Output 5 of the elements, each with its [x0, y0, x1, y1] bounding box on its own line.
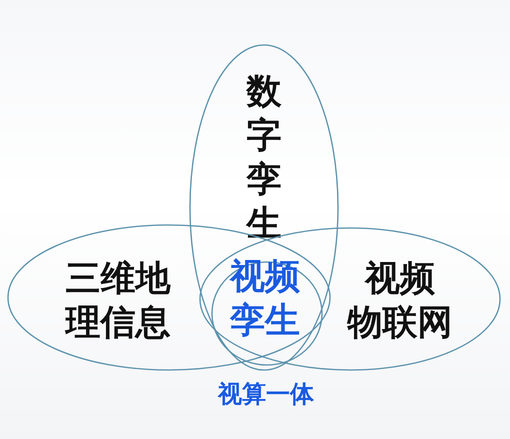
node-label: 三维地理信息	[66, 258, 170, 345]
caption-label: 视算一体	[218, 379, 314, 410]
node-label: 数字孪生	[246, 71, 282, 246]
node-label: 视频物联网	[348, 258, 452, 345]
node-label: 视频孪生	[230, 256, 300, 343]
